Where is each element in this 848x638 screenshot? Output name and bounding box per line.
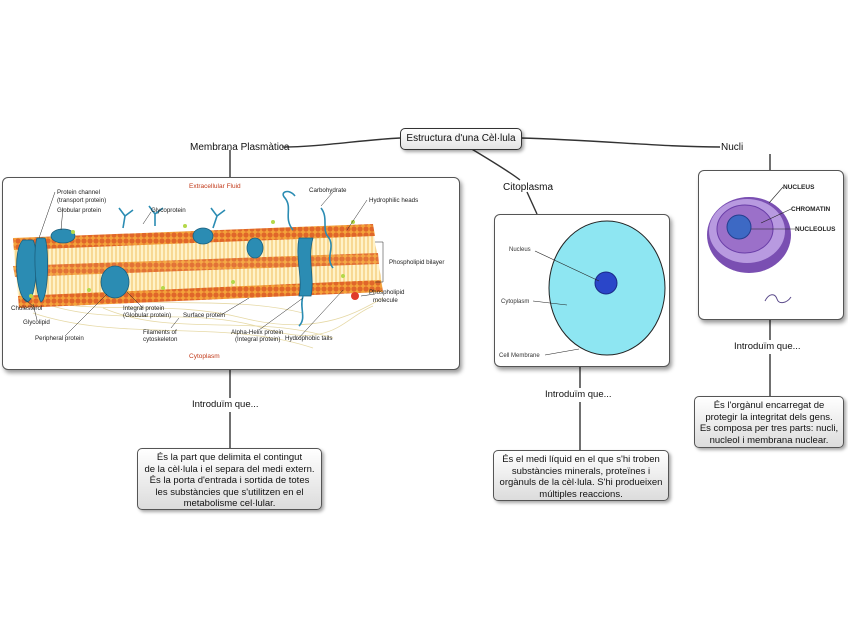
topic-membrana-plasmatica[interactable]: Membrana Plasmàtica [190,142,290,153]
label-chromatin: CHROMATIN [791,206,831,213]
label-transport-protein: (transport protein) [57,197,106,204]
artist-signature-mark [764,294,792,304]
membrane-image-panel[interactable]: Extracellular Fluid Cytoplasm Protein ch… [2,177,460,370]
label-carbohydrate: Carbohydrate [309,187,347,194]
connector-citoplasma-panel [526,191,538,215]
connector-root-nucli [519,137,721,148]
label-alpha-helix-2: (Integral protein) [235,336,280,343]
note-line: És la porta d'entrada i sortida de totes [149,475,310,486]
label-phospholipid-molecule-2: molecule [373,297,398,304]
note-line: orgànuls de la cèl·lula. S'hi produeixen [499,477,663,488]
note-line: Es composa per tres parts: nucli, [699,423,839,434]
label-hydrophilic-heads: Hydrophilic heads [369,197,418,204]
nucleus-dot [594,271,618,295]
note-line: de la cèl·lula i el separa del medi exte… [144,463,315,475]
note-line: És l'orgànul encarregat de [713,400,825,411]
label-surface-protein: Surface protein [183,312,226,319]
note-citoplasma[interactable]: És el medi líquid en el que s'hi troben … [493,450,669,501]
nucleolus-core [726,214,752,240]
connector-root-citoplasma [469,147,521,181]
label-peripheral-protein: Peripheral protein [35,335,84,342]
label-glycolipid: Glycolipid [23,319,50,326]
note-line: les substàncies que s'utilitzen en el [155,486,304,498]
label-nucleus: Nucleus [509,247,531,253]
label-alpha-helix: Alpha-Helix protein [231,329,284,336]
label-integral-protein-2: (Globular protein) [123,312,171,319]
label-nucleolus: NUCLEOLUS [795,226,836,233]
topic-citoplasma[interactable]: Citoplasma [503,182,554,193]
label-cholesterol: Cholesterol [11,305,42,312]
label-integral-protein: Integral protein [123,305,165,312]
cytoplasm-image-panel[interactable]: Nucleus Cytoplasm Cell Membrane [494,214,670,367]
cytoplasm-region-label: Cytoplasm [189,353,220,360]
label-leaders [22,191,384,341]
note-line: És el medi líquid en el que s'hi troben [502,454,660,465]
label-protein-channel: Protein channel [57,189,100,196]
label-phospholipid-bilayer: Phospholipid bilayer [389,259,444,266]
cytoplasm-leaders [532,250,600,356]
connector-root-membrane [281,137,401,148]
label-phospholipid-molecule: Phospholipid [369,289,405,296]
central-topic[interactable]: Estructura d'una Cèl·lula [400,128,522,150]
nucleus-image-panel[interactable]: NUCLEUS CHROMATIN NUCLEOLUS [698,170,844,320]
label-hydrophobic-tails: Hydrophobic tails [285,335,332,342]
label-glycoprotein: Glycoprotein [151,207,186,214]
cell-membrane-illustration: Extracellular Fluid Cytoplasm Protein ch… [11,183,444,360]
intro-nucli[interactable]: Introduïm que... [734,341,801,352]
label-nucleus-title: NUCLEUS [783,184,815,191]
glycolipid-markers [29,220,355,298]
topic-nucli[interactable]: Nucli [721,142,744,153]
note-line: múltiples reaccions. [539,488,623,500]
cytoskeleton-filaments [22,289,384,349]
label-filaments-2: cytoskeleton [143,336,178,343]
nucleus-leaders [751,186,795,230]
label-cytoplasm: Cytoplasm [501,299,529,305]
extracellular-fluid-label: Extracellular Fluid [189,183,241,190]
membrane-proteins [16,227,314,303]
nucleus-illustration: NUCLEUS CHROMATIN NUCLEOLUS [707,184,836,304]
carbohydrate-chains [118,190,334,327]
note-line: És la part que delimita el contingut [156,452,303,463]
note-line: substàncies minerals, proteïnes i [511,465,651,477]
label-filaments: Filaments of [143,329,177,336]
intro-membrana[interactable]: Introduïm que... [192,399,259,410]
phospholipid-molecule-head [351,292,359,300]
note-line: protegir la integritat dels gens. [705,411,833,423]
label-cell-membrane: Cell Membrane [499,353,540,359]
note-nucli[interactable]: És l'orgànul encarregat de protegir la i… [694,396,844,448]
note-line: metabolisme cel·lular. [183,498,276,509]
intro-citoplasma[interactable]: Introduïm que... [545,389,612,400]
note-membrana[interactable]: És la part que delimita el contingut de … [137,448,322,510]
note-line: nucleol i membrana nuclear. [709,434,829,446]
cytoplasm-illustration: Nucleus Cytoplasm Cell Membrane [499,220,666,359]
label-globular-protein: Globular protein [57,207,102,214]
